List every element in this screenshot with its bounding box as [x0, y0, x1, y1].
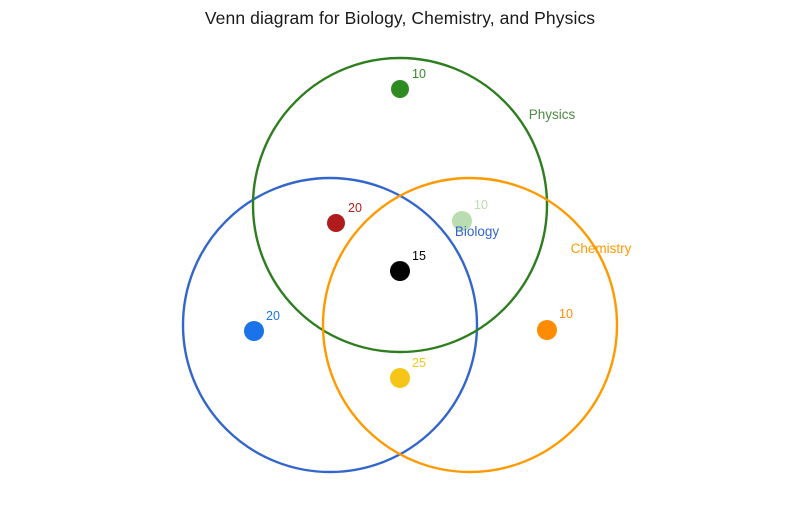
set-label-biology: Biology: [455, 224, 500, 239]
venn-circle-physics[interactable]: [251, 56, 549, 354]
set-circles-group: [181, 56, 619, 474]
data-point-physics-chemistry[interactable]: [452, 211, 472, 231]
data-point-biology-physics[interactable]: [327, 214, 345, 232]
data-label-biology-chemistry: 25: [412, 356, 426, 370]
data-label-physics-chemistry: 10: [474, 198, 488, 212]
set-label-chemistry: Chemistry: [571, 241, 632, 256]
set-label-physics: Physics: [529, 107, 576, 122]
page-title: Venn diagram for Biology, Chemistry, and…: [204, 8, 596, 28]
data-label-biology-physics: 20: [348, 201, 362, 215]
data-point-biology-chemistry[interactable]: [390, 368, 410, 388]
venn-circle-chemistry[interactable]: [321, 176, 619, 474]
venn-circle-biology[interactable]: [181, 176, 479, 474]
region-points-group: 10 20 10 15 20 10 25: [244, 67, 573, 388]
data-point-chemistry-only[interactable]: [537, 320, 557, 340]
data-label-all-three: 15: [412, 249, 426, 263]
data-label-physics-only: 10: [412, 67, 426, 81]
data-point-biology-only[interactable]: [244, 321, 264, 341]
data-label-chemistry-only: 10: [559, 307, 573, 321]
data-point-physics-only[interactable]: [391, 80, 409, 98]
data-label-biology-only: 20: [266, 309, 280, 323]
data-point-all-three[interactable]: [390, 261, 410, 281]
